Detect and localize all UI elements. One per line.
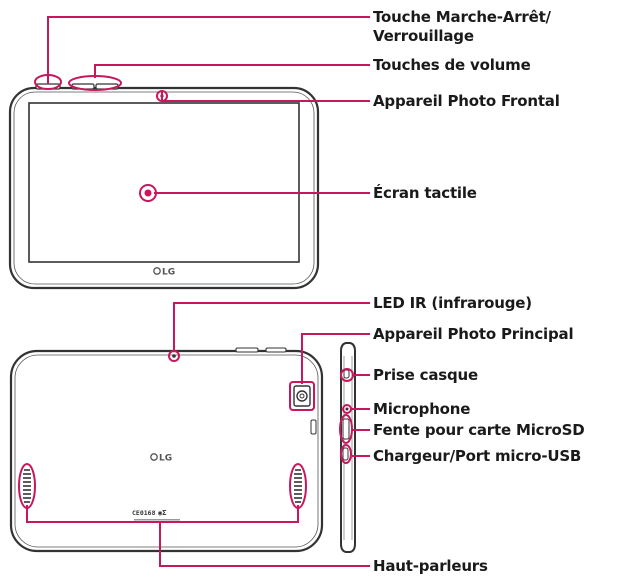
touchscreen-area <box>28 102 300 263</box>
micro-usb-port <box>342 447 349 461</box>
highlight-headset-jack <box>340 368 354 382</box>
callout-power-lock <box>47 16 370 84</box>
microsd-slot <box>342 418 350 440</box>
label-volume-keys: Touches de volume <box>373 56 531 74</box>
tablet-side-body <box>340 342 356 553</box>
ir-led <box>172 354 176 358</box>
tablet-back-body <box>9 349 324 553</box>
lg-logo-back-icon <box>150 453 158 461</box>
callout-speakers-bracket <box>26 505 299 523</box>
microphone-hole <box>345 407 349 411</box>
label-headset-jack: Prise casque <box>373 366 478 384</box>
label-microsd-slot: Fente pour carte MicroSD <box>373 421 585 439</box>
tablet-back-view: LG CE0168 ◉Σ <box>9 347 324 553</box>
label-power-lock-line2: Verrouillage <box>373 27 474 45</box>
tablet-side-view <box>340 342 356 553</box>
highlight-ir-led <box>168 350 180 362</box>
highlight-usb-port <box>340 444 352 464</box>
label-ir-led: LED IR (infrarouge) <box>373 294 532 312</box>
regulatory-marks: CE0168 <box>132 509 156 517</box>
callout-speakers <box>159 522 370 567</box>
highlight-power-button <box>34 74 62 90</box>
callout-main-camera <box>301 333 370 384</box>
highlight-touchscreen <box>139 184 157 202</box>
brand-front: LG <box>162 268 175 278</box>
label-microphone: Microphone <box>373 400 471 418</box>
main-camera-lens <box>296 390 308 402</box>
label-main-camera: Appareil Photo Principal <box>373 325 574 343</box>
headset-jack <box>343 369 350 379</box>
label-speakers: Haut-parleurs <box>373 557 488 575</box>
brand-back: LG <box>159 454 172 464</box>
label-front-camera: Appareil Photo Frontal <box>373 92 560 110</box>
label-charger-port: Chargeur/Port micro-USB <box>373 447 582 465</box>
highlight-main-camera <box>289 381 315 411</box>
lg-logo-front-icon <box>153 267 161 275</box>
callouts <box>26 16 370 567</box>
highlight-microphone <box>342 404 352 414</box>
callout-ir-led <box>173 302 370 351</box>
speaker-grille-right <box>289 463 307 509</box>
highlight-volume-buttons <box>68 75 122 91</box>
main-camera-module <box>293 385 311 407</box>
svg-text:◉Σ: ◉Σ <box>158 509 166 517</box>
label-power-lock-line1: Touche Marche-Arrêt/ <box>373 8 551 26</box>
tablet-front-view: LG <box>8 83 320 290</box>
highlight-front-camera <box>156 90 168 102</box>
label-touchscreen: Écran tactile <box>373 184 477 202</box>
callout-volume <box>94 64 370 78</box>
highlight-microsd <box>339 414 353 444</box>
